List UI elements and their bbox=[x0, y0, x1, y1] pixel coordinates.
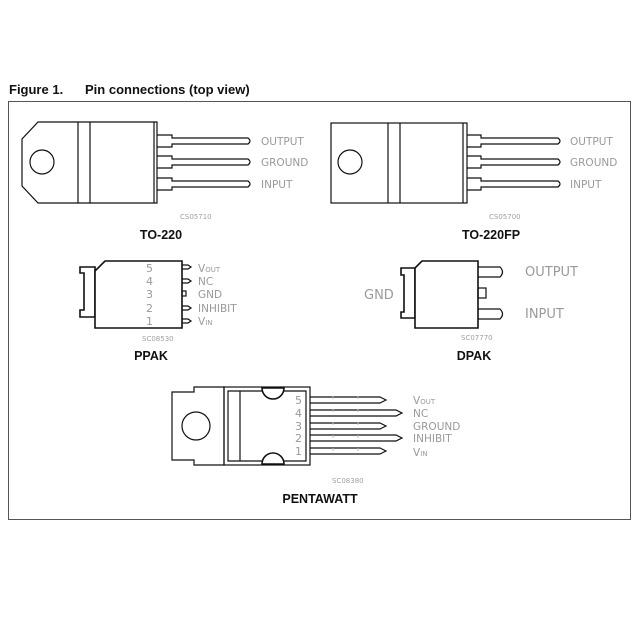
pin-label-nc: NC bbox=[413, 408, 428, 420]
pin-label-gnd: GND bbox=[364, 288, 394, 303]
pin-label-output: OUTPUT bbox=[525, 265, 578, 280]
pin-number: 4 bbox=[146, 275, 153, 288]
dpak-package: OUTPUT INPUT GND SC07770 DPAK bbox=[364, 260, 578, 363]
figure-title: Figure 1. Pin connections (top view) bbox=[9, 82, 250, 97]
pin-number: 2 bbox=[146, 302, 153, 315]
dpak-pins bbox=[477, 266, 504, 320]
drawing-code: SC08380 bbox=[332, 477, 364, 485]
pin-label-ground: GROUND bbox=[413, 421, 460, 433]
mounting-hole-icon bbox=[337, 149, 363, 175]
pin-label-vin: VIN bbox=[198, 316, 213, 328]
pin-label-vin: VIN bbox=[413, 447, 428, 459]
pin-number: 4 bbox=[295, 407, 302, 420]
pin-label-ground: GROUND bbox=[261, 157, 308, 169]
figure-number: Figure 1. bbox=[9, 82, 64, 97]
pin-label-input: INPUT bbox=[261, 179, 293, 191]
to220-package: OUTPUT GROUND INPUT CS05710 TO-220 bbox=[21, 121, 308, 242]
pin-number: 5 bbox=[146, 262, 153, 275]
package-name: PPAK bbox=[134, 349, 168, 363]
drawing-code: SC08530 bbox=[142, 335, 174, 343]
mounting-hole-icon bbox=[181, 411, 211, 441]
pin-label-gnd: GND bbox=[198, 289, 222, 301]
pin-label-input: INPUT bbox=[525, 307, 564, 322]
pin-label-vout: VOUT bbox=[413, 395, 436, 407]
ppak-package: 5 4 3 2 1 VOUT NC GND INHIBIT VIN SC0853… bbox=[79, 260, 237, 363]
figure-frame bbox=[8, 101, 631, 520]
pin-label-output: OUTPUT bbox=[570, 136, 613, 148]
to220fp-pins bbox=[467, 134, 561, 191]
pin-number: 3 bbox=[295, 420, 302, 433]
to220fp-package: OUTPUT GROUND INPUT CS05700 TO-220FP bbox=[330, 122, 617, 242]
pin-label-vout: VOUT bbox=[198, 263, 221, 275]
package-name: TO-220 bbox=[140, 228, 182, 242]
pin-label-output: OUTPUT bbox=[261, 136, 304, 148]
pin-number: 1 bbox=[146, 315, 153, 328]
drawing-code: SC07770 bbox=[461, 334, 493, 342]
mounting-hole-icon bbox=[29, 149, 55, 175]
ppak-pins bbox=[181, 264, 193, 324]
pin-number: 5 bbox=[295, 394, 302, 407]
pin-label-input: INPUT bbox=[570, 179, 602, 191]
pentawatt-package: 5 4 3 2 1 VOUT NC GROUND INHIBIT VIN SC0… bbox=[171, 386, 460, 506]
pin-label-inhibit: INHIBIT bbox=[413, 433, 452, 445]
pin-number: 1 bbox=[295, 445, 302, 458]
pin-label-inhibit: INHIBIT bbox=[198, 303, 237, 315]
package-name: PENTAWATT bbox=[282, 492, 358, 506]
figure-caption: Pin connections (top view) bbox=[85, 82, 250, 97]
package-name: DPAK bbox=[457, 349, 492, 363]
drawing-code: CS05700 bbox=[489, 213, 521, 221]
pentawatt-pins bbox=[310, 396, 404, 455]
to220-pins bbox=[157, 134, 251, 191]
pin-number: 2 bbox=[295, 432, 302, 445]
package-name: TO-220FP bbox=[462, 228, 520, 242]
pin-number: 3 bbox=[146, 288, 153, 301]
drawing-code: CS05710 bbox=[180, 213, 212, 221]
pin-label-nc: NC bbox=[198, 276, 213, 288]
pin-label-ground: GROUND bbox=[570, 157, 617, 169]
